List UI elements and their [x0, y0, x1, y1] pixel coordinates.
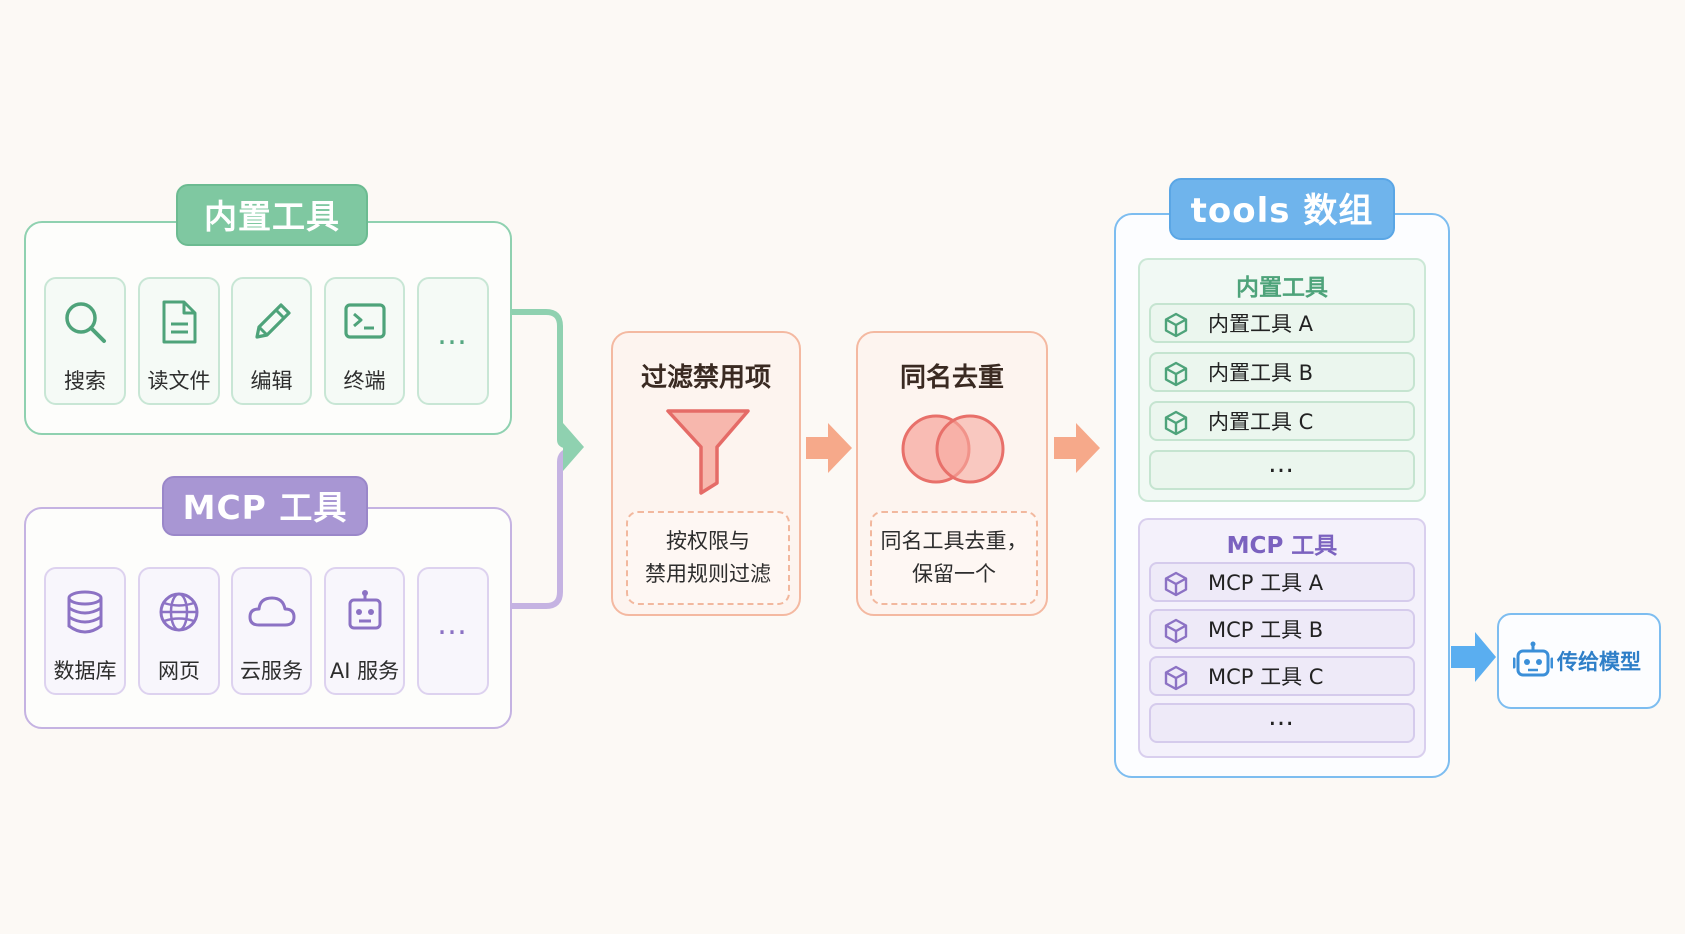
- dedupe-note-line2: 保留一个: [912, 562, 996, 586]
- tools-mcp-item-label: MCP 工具 A: [1208, 571, 1324, 595]
- tools-builtin-item-more[interactable]: …: [1149, 449, 1415, 490]
- filter-step: 过滤禁用项 按权限与 禁用规则过滤: [611, 331, 801, 616]
- tool-database-label: 数据库: [53, 659, 117, 683]
- database-icon: [67, 590, 103, 634]
- cloud-icon: [248, 596, 295, 627]
- tools-builtin-section-title: 内置工具: [1236, 275, 1328, 301]
- tools-mcp-item-c[interactable]: MCP 工具 C: [1149, 656, 1415, 696]
- tools-builtin-item-b[interactable]: 内置工具 B: [1149, 352, 1415, 392]
- tool-edit-label: 编辑: [250, 369, 293, 393]
- model-label: 传给模型: [1557, 650, 1641, 674]
- cube-icon: [1164, 312, 1188, 338]
- tools-builtin-item-label: 内置工具 C: [1208, 410, 1314, 434]
- cube-icon: [1164, 361, 1188, 387]
- tool-database[interactable]: 数据库: [44, 567, 126, 695]
- funnel-icon: [666, 409, 750, 495]
- mcp-tools-title: MCP 工具: [162, 476, 368, 536]
- tool-webpage[interactable]: 网页: [138, 567, 220, 695]
- builtin-tools-title: 内置工具: [176, 184, 368, 246]
- robot-icon: [1513, 641, 1553, 677]
- cube-icon: [1164, 410, 1188, 436]
- more-ellipsis: …: [1268, 449, 1296, 479]
- dedupe-step-title: 同名去重: [899, 363, 1004, 393]
- tool-ai-service[interactable]: AI 服务: [324, 567, 405, 695]
- search-icon: [65, 302, 106, 343]
- robot-icon: [348, 590, 381, 630]
- arrow-filter-to-dedupe: [806, 423, 852, 473]
- tool-terminal-label: 终端: [343, 369, 386, 393]
- more-ellipsis: …: [437, 317, 469, 352]
- tool-read-file-label: 读文件: [147, 369, 211, 393]
- tools-mcp-item-label: MCP 工具 C: [1208, 665, 1324, 689]
- tools-array-title: tools 数组: [1169, 178, 1395, 240]
- filter-step-title: 过滤禁用项: [640, 363, 771, 393]
- tool-search[interactable]: 搜索: [44, 277, 126, 405]
- venn-icon: [901, 414, 1005, 484]
- filter-note-line2: 禁用规则过滤: [645, 562, 771, 586]
- cube-icon: [1164, 571, 1188, 597]
- tool-webpage-label: 网页: [158, 659, 200, 683]
- filter-step-note: 按权限与 禁用规则过滤: [626, 511, 790, 605]
- tool-more-builtin[interactable]: …: [417, 277, 489, 405]
- file-icon: [162, 300, 197, 344]
- tool-cloud-label: 云服务: [240, 659, 303, 683]
- more-ellipsis: …: [1268, 702, 1296, 732]
- tools-mcp-item-more[interactable]: …: [1149, 702, 1415, 743]
- tools-builtin-item-label: 内置工具 A: [1208, 312, 1314, 336]
- tools-mcp-section-title: MCP 工具: [1226, 533, 1338, 559]
- merge-arrow-head: [563, 423, 584, 471]
- tool-edit[interactable]: 编辑: [231, 277, 312, 405]
- tools-builtin-item-a[interactable]: 内置工具 A: [1149, 303, 1415, 343]
- tools-builtin-item-label: 内置工具 B: [1208, 361, 1314, 385]
- tool-ai-service-label: AI 服务: [329, 659, 400, 683]
- globe-icon: [159, 592, 199, 632]
- cube-icon: [1164, 618, 1188, 644]
- model-box[interactable]: 传给模型: [1497, 613, 1661, 709]
- tools-mcp-item-b[interactable]: MCP 工具 B: [1149, 609, 1415, 649]
- tool-cloud[interactable]: 云服务: [231, 567, 312, 695]
- dedupe-note-line1: 同名工具去重，: [880, 529, 1028, 553]
- terminal-icon: [343, 303, 386, 339]
- tools-builtin-item-c[interactable]: 内置工具 C: [1149, 401, 1415, 441]
- more-ellipsis: …: [437, 607, 469, 642]
- arrow-dedupe-to-tools: [1054, 423, 1100, 473]
- mcp-connector: [512, 447, 573, 609]
- pencil-icon: [254, 303, 291, 339]
- tools-mcp-item-label: MCP 工具 B: [1208, 618, 1324, 642]
- filter-note-line1: 按权限与: [666, 529, 750, 553]
- tool-more-mcp[interactable]: …: [417, 567, 489, 695]
- tool-terminal[interactable]: 终端: [324, 277, 405, 405]
- arrow-tools-to-model: [1451, 632, 1496, 682]
- cube-icon: [1164, 665, 1188, 691]
- tools-mcp-item-a[interactable]: MCP 工具 A: [1149, 562, 1415, 602]
- dedupe-step-note: 同名工具去重， 保留一个: [870, 511, 1038, 605]
- tool-read-file[interactable]: 读文件: [138, 277, 220, 405]
- tool-search-label: 搜索: [64, 369, 106, 393]
- dedupe-step: 同名去重 同名工具去重， 保留一个: [856, 331, 1048, 616]
